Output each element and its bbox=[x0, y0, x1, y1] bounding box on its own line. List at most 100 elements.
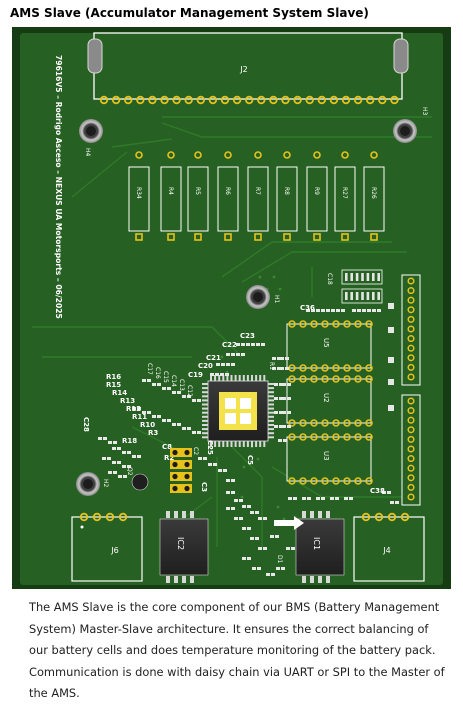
j2-label: J2 bbox=[239, 65, 247, 74]
j4-label: J4 bbox=[382, 546, 390, 555]
resistor-top-pad bbox=[224, 151, 232, 159]
jumper-pads bbox=[170, 448, 192, 493]
r11-label: R11 bbox=[132, 413, 147, 421]
dip-pin bbox=[354, 433, 362, 441]
header-pin bbox=[407, 455, 415, 463]
smd-part bbox=[226, 491, 230, 494]
header-pin bbox=[407, 296, 415, 304]
j2-pin-row bbox=[99, 95, 399, 105]
smd-part bbox=[157, 415, 161, 418]
smd-part bbox=[234, 499, 238, 502]
smd-part bbox=[247, 505, 251, 508]
h4-label: H4 bbox=[84, 148, 91, 157]
smd-part bbox=[287, 411, 291, 414]
smd-part bbox=[283, 439, 287, 442]
header-pin bbox=[407, 325, 415, 333]
dip-pin bbox=[288, 375, 296, 383]
smd-part bbox=[257, 567, 261, 570]
resistor-bottom-pad bbox=[167, 233, 175, 241]
dip-pin bbox=[343, 364, 351, 372]
smd-part bbox=[282, 425, 286, 428]
smd-part bbox=[270, 535, 274, 538]
copper-traces bbox=[32, 116, 432, 547]
smd-part bbox=[247, 527, 251, 530]
main-ic-pins bbox=[202, 375, 274, 447]
qfn-pin bbox=[255, 441, 258, 447]
smd-part bbox=[274, 411, 278, 414]
mounting-hole-h4: H4 bbox=[79, 119, 103, 157]
smd-part bbox=[225, 373, 229, 376]
header-pin bbox=[407, 397, 415, 405]
smd-part bbox=[321, 497, 325, 500]
c18-pins bbox=[345, 273, 380, 300]
qfn-pin bbox=[218, 375, 221, 381]
board-surface bbox=[20, 33, 443, 585]
resistor-bottom-pad bbox=[135, 233, 143, 241]
resistor-label: R7 bbox=[254, 187, 261, 195]
c18-pin bbox=[361, 292, 364, 300]
connector-j2: J2 bbox=[87, 32, 409, 100]
ic1-package: IC1 bbox=[295, 511, 345, 583]
smd-passives bbox=[98, 309, 399, 576]
smd-part bbox=[147, 411, 151, 414]
dip-pin bbox=[365, 364, 373, 372]
j4-pin bbox=[400, 512, 410, 522]
header-pin bbox=[407, 474, 415, 482]
smd-part bbox=[282, 383, 286, 386]
c18-pin bbox=[361, 273, 364, 281]
qfn-pin bbox=[268, 399, 274, 402]
dip-pin bbox=[365, 320, 373, 328]
dip-pin bbox=[343, 320, 351, 328]
dip-pin bbox=[354, 364, 362, 372]
qfn-pin bbox=[242, 375, 245, 381]
smd-part bbox=[287, 383, 291, 386]
qfn-pin bbox=[251, 375, 253, 381]
pcb-render: 79616V5 – Rodrigo Asceso – NEXUS UA Moto… bbox=[12, 27, 451, 589]
dip-pin bbox=[332, 419, 340, 427]
header-pin bbox=[407, 416, 415, 424]
smd-part bbox=[132, 455, 136, 458]
smd-part bbox=[198, 457, 202, 460]
header-pin bbox=[407, 277, 415, 285]
dip-pin bbox=[299, 364, 307, 372]
resistor-body bbox=[217, 166, 239, 232]
resistor-top-pad bbox=[194, 151, 202, 159]
j2-pin bbox=[341, 95, 351, 105]
qfn-pin bbox=[202, 383, 208, 385]
smd-part bbox=[277, 357, 281, 360]
resistor-label: R27 bbox=[341, 187, 348, 199]
smd-part bbox=[242, 557, 246, 560]
smd-part bbox=[208, 463, 212, 466]
smd-pad bbox=[388, 327, 394, 333]
dip-pin bbox=[332, 375, 340, 383]
header-strip-top bbox=[401, 274, 421, 386]
qfn-pin bbox=[222, 375, 225, 381]
qfn-pin bbox=[202, 395, 208, 398]
r3-label: R3 bbox=[148, 429, 158, 437]
qfn-pin bbox=[242, 441, 245, 447]
j2-pin bbox=[353, 95, 363, 105]
smd-part bbox=[321, 309, 325, 312]
smd-part bbox=[306, 309, 310, 312]
j2-pin bbox=[329, 95, 339, 105]
header-pin bbox=[407, 287, 415, 295]
dip-label-u2: U2 bbox=[322, 393, 330, 403]
header-pin bbox=[407, 363, 415, 371]
dip-pin bbox=[321, 375, 329, 383]
j2-pin bbox=[136, 95, 145, 105]
qfn-pin bbox=[202, 428, 208, 431]
c18-pin bbox=[355, 273, 359, 281]
smd-part bbox=[226, 479, 230, 482]
j6-pin bbox=[79, 512, 89, 522]
smd-part bbox=[177, 391, 181, 394]
d1-label: D1 bbox=[276, 555, 283, 564]
resistor-body bbox=[363, 166, 385, 232]
dip-pin bbox=[310, 375, 318, 383]
dip-pin bbox=[321, 364, 329, 372]
smd-part bbox=[266, 573, 270, 576]
qfn-pin bbox=[210, 375, 212, 381]
qfn-pin bbox=[214, 441, 217, 447]
smd-part bbox=[263, 517, 267, 520]
mounting-hole-h2: H2 bbox=[76, 472, 109, 496]
smd-part bbox=[241, 353, 245, 356]
